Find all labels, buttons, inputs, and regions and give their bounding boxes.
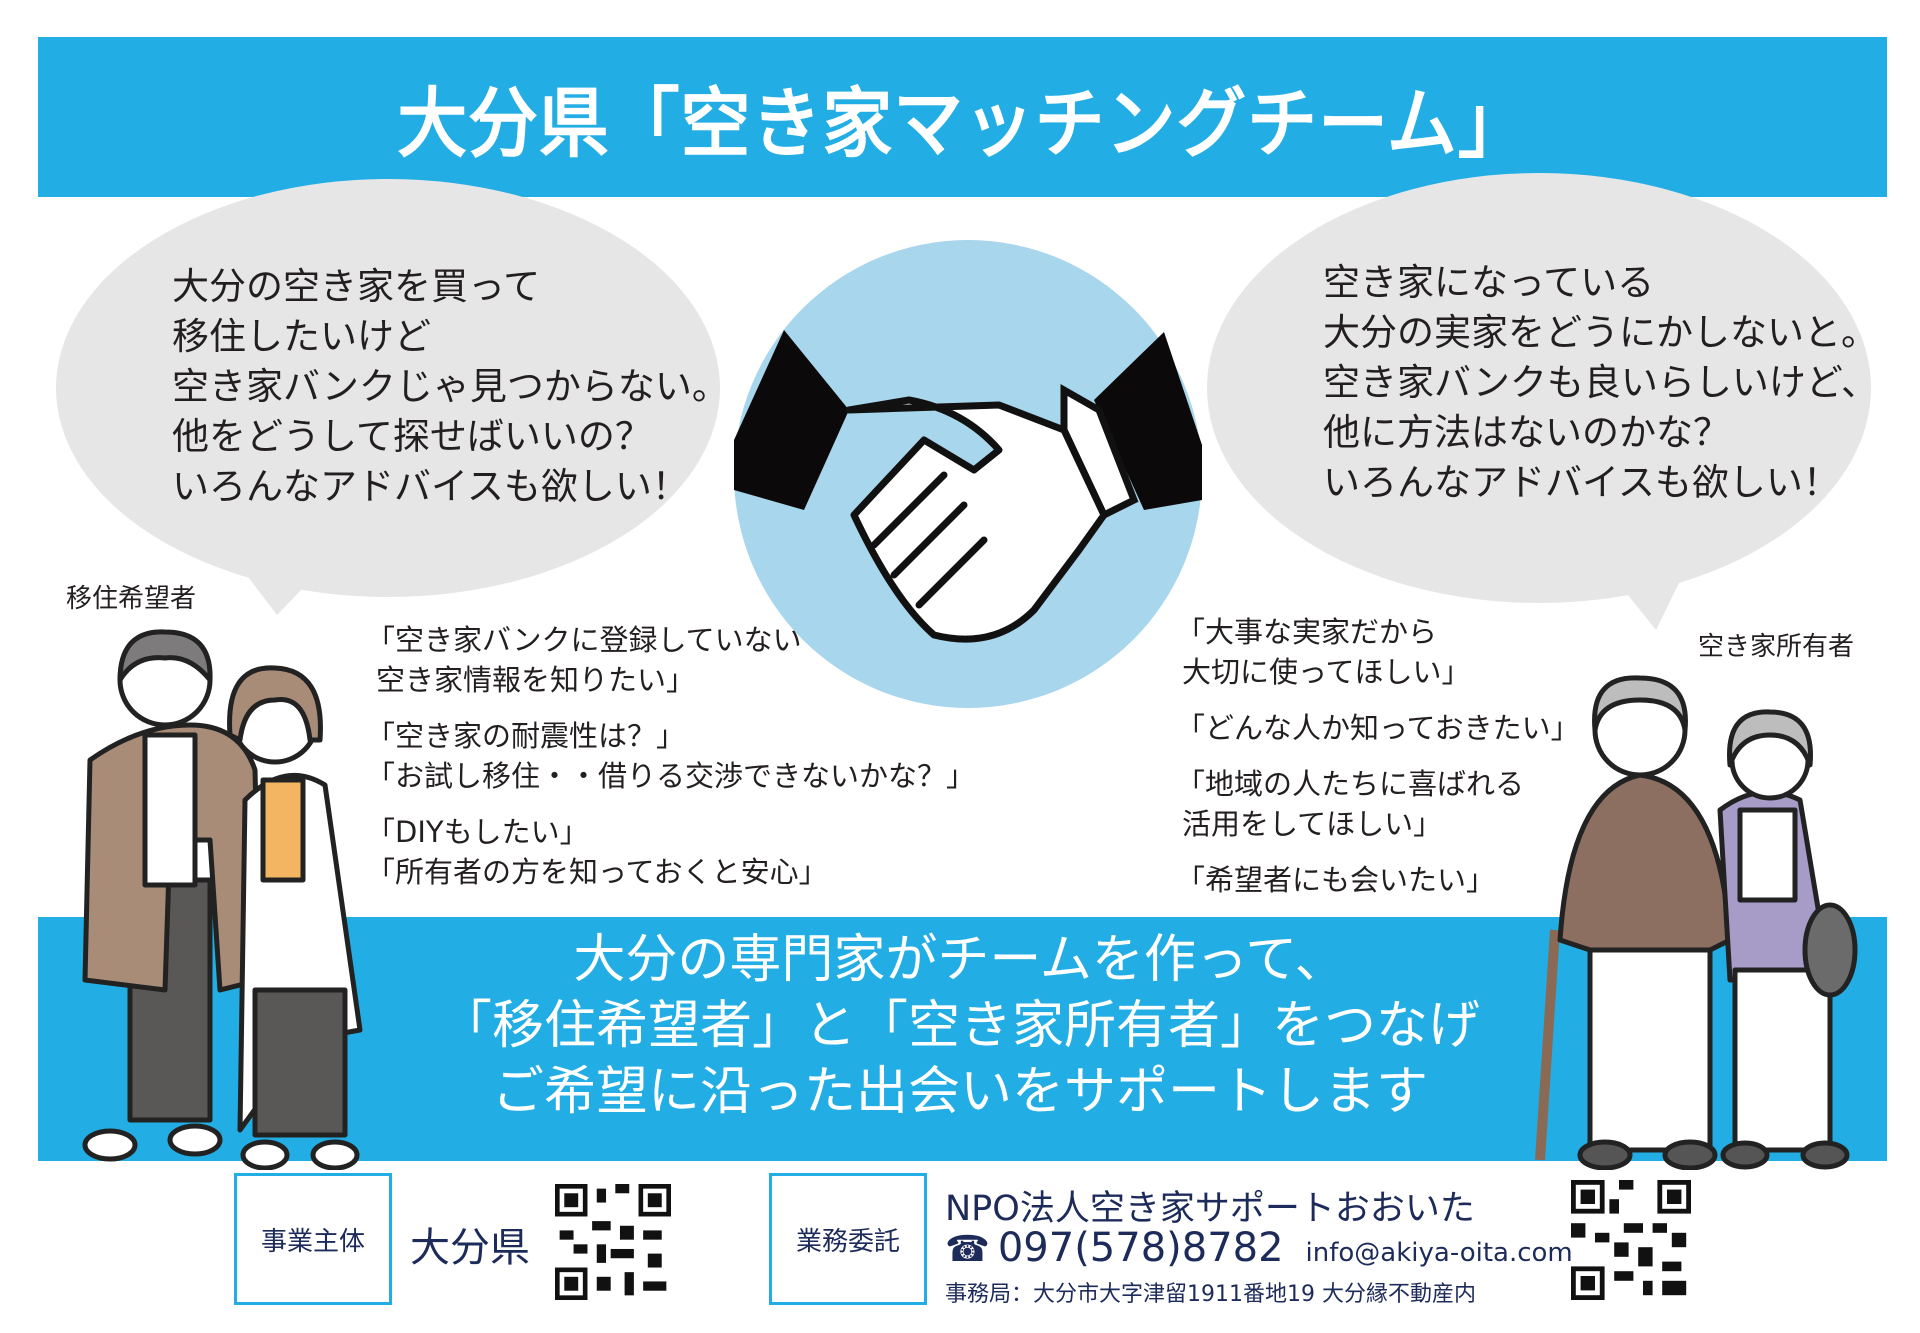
quote-line: 「空き家の耐震性は？」: [366, 719, 686, 753]
summary-line: 大分の専門家がチームを作って、: [573, 930, 1347, 990]
right-speech-bubble: [1207, 173, 1871, 603]
contact-row: ☎ 097(578)8782 info@akiya-oita.com: [945, 1225, 1573, 1271]
old-woman-shirt: [1737, 807, 1798, 903]
left-speech-bubble: [56, 179, 720, 597]
woman-top: [260, 777, 306, 883]
summary-line: ご希望に沿った出会いをサポートします: [491, 1062, 1428, 1122]
old-man-hair: [1592, 675, 1688, 733]
owner-quotes: 「大事な実家だから 大切に使ってほしい」 「どんな人か知っておきたい」 「地域の…: [1176, 612, 1580, 900]
phone-number[interactable]: 097(578)8782: [997, 1225, 1284, 1271]
woman-hair: [227, 665, 323, 743]
cane: [1535, 929, 1560, 1161]
woman-pants: [252, 987, 348, 1138]
bubble-line: 大分の実家をどうにかしないと。: [1323, 311, 1878, 354]
contractor-label-box: 業務委託: [769, 1173, 927, 1305]
phone-icon: ☎: [945, 1229, 990, 1270]
old-woman-pants: [1732, 967, 1833, 1153]
shoe: [1800, 1140, 1850, 1170]
org-name: NPO法人空き家サポートおおいた: [945, 1189, 1475, 1229]
man-coat: [82, 722, 263, 993]
bubble-line: 空き家バンクも良いらしいけど、: [1323, 361, 1878, 404]
quote-line: 「地域の人たちに喜ばれる: [1176, 767, 1525, 801]
migrant-quotes: 「空き家バンクに登録していない 空き家情報を知りたい」 「空き家の耐震性は？」 …: [366, 620, 975, 892]
bubble-line: いろんなアドバイスも欲しい！: [1323, 461, 1840, 504]
quote-line: 「DIYもしたい」: [366, 815, 589, 849]
quote-line: 「所有者の方を知っておくと安心」: [366, 855, 828, 889]
quote-line: 大切に使ってほしい」: [1182, 655, 1471, 689]
contractor-label: 業務委託: [795, 1226, 900, 1257]
old-man-sweater: [1557, 772, 1733, 953]
bubble-line: 移住したいけど: [172, 315, 431, 358]
man-shirt: [142, 732, 198, 888]
sponsor-label-box: 事業主体: [234, 1173, 392, 1305]
finger-lines: [870, 471, 988, 609]
title-banner: 大分県「空き家マッチングチーム」: [38, 37, 1887, 197]
right-sleeve: [1094, 332, 1202, 510]
quote-line: 活用をしてほしい」: [1182, 807, 1443, 841]
quote-line: 「どんな人か知っておきたい」: [1176, 711, 1580, 745]
left-sleeve: [734, 330, 849, 510]
right-bubble-text: 空き家になっている 大分の実家をどうにかしないと。 空き家バンクも良いらしいけど…: [1323, 258, 1878, 508]
shoe: [1577, 1139, 1633, 1170]
bubble-line: 他に方法はないのかな？: [1323, 411, 1730, 454]
shoe: [82, 1128, 138, 1162]
migrant-couple-illustration: [82, 629, 363, 1170]
man-hair: [117, 629, 213, 683]
shoe: [310, 1139, 360, 1170]
quote-line: 「希望者にも会いたい」: [1176, 863, 1496, 897]
quote-line: 「空き家バンクに登録していない: [366, 623, 802, 657]
bubble-line: 大分の空き家を買って: [172, 265, 541, 308]
bubble-line: いろんなアドバイスも欲しい！: [172, 465, 689, 508]
old-woman-hair: [1727, 709, 1813, 768]
hands: [845, 396, 1108, 643]
owner-label: 空き家所有者: [1698, 632, 1855, 662]
handbag: [1802, 902, 1858, 998]
owner-couple-illustration: [1535, 675, 1858, 1170]
right-cuff: [1060, 383, 1139, 520]
summary-text: 大分の専門家がチームを作って、 「移住希望者」と「空き家所有者」をつなげ ご希望…: [0, 927, 1920, 1125]
bubble-line: 他をどうして探せばいいの？: [172, 415, 652, 458]
bubble-line: 空き家バンクじゃ見つからない。: [172, 365, 729, 408]
sponsor-label: 事業主体: [260, 1226, 365, 1257]
migrant-label: 移住希望者: [66, 584, 197, 614]
office-address: 事務局：大分市大字津留1911番地19 大分縁不動産内: [945, 1282, 1476, 1307]
bubble-line: 空き家になっている: [1323, 261, 1655, 304]
qr-code-sponsor[interactable]: [554, 1184, 672, 1300]
page-title: 大分県「空き家マッチングチーム」: [396, 79, 1529, 168]
qr-code-contractor[interactable]: [1571, 1180, 1691, 1300]
shoe: [167, 1123, 223, 1157]
summary-line: 「移住希望者」と「空き家所有者」をつなげ: [439, 996, 1480, 1056]
quote-line: 空き家情報を知りたい」: [376, 663, 696, 697]
email-link[interactable]: info@akiya-oita.com: [1305, 1238, 1573, 1268]
man-pants: [127, 877, 213, 1123]
handshake-illustration: [734, 240, 1202, 708]
quote-line: 「お試し移住・・借りる交渉できないかな？」: [366, 759, 976, 793]
sponsor-name: 大分県: [410, 1225, 530, 1271]
shoe: [1662, 1139, 1718, 1170]
shoe: [240, 1139, 290, 1170]
left-bubble-text: 大分の空き家を買って 移住したいけど 空き家バンクじゃ見つからない。 他をどうし…: [172, 262, 729, 512]
old-man-pants: [1587, 917, 1713, 1153]
shoe: [1720, 1140, 1770, 1170]
quote-line: 「大事な実家だから: [1176, 615, 1438, 649]
